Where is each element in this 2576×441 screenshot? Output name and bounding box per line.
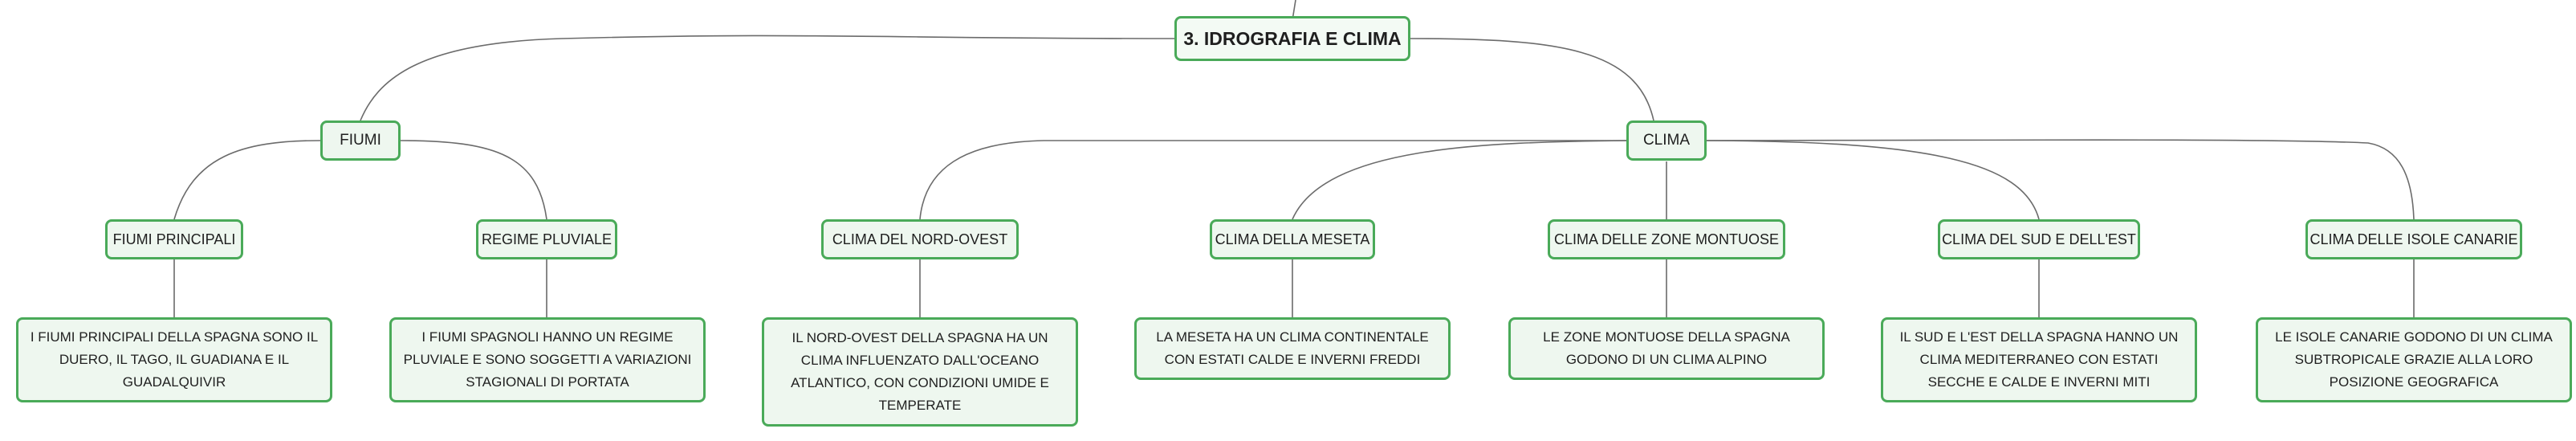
connector-root-fiumi <box>360 35 1175 121</box>
connector-clima-sud <box>1706 140 2040 220</box>
subtopic-regime-pluviale[interactable]: REGIME PLUVIALE <box>476 219 617 259</box>
detail-clima-zone-montuose[interactable]: LE ZONE MONTUOSE DELLA SPAGNA GODONO DI … <box>1508 317 1825 380</box>
detail-clima-sud-est[interactable]: IL SUD E L'EST DELLA SPAGNA HANNO UN CLI… <box>1881 317 2197 402</box>
detail-clima-meseta[interactable]: LA MESETA HA UN CLIMA CONTINENTALE CON E… <box>1134 317 1451 380</box>
connector-root-clima <box>1410 38 1654 121</box>
detail-regime-pluviale[interactable]: I FIUMI SPAGNOLI HANNO UN REGIME PLUVIAL… <box>389 317 706 402</box>
subtopic-clima-isole-canarie[interactable]: CLIMA DELLE ISOLE CANARIE <box>2305 219 2522 259</box>
detail-fiumi-principali[interactable]: I FIUMI PRINCIPALI DELLA SPAGNA SONO IL … <box>16 317 332 402</box>
subtopic-clima-zone-montuose[interactable]: CLIMA DELLE ZONE MONTUOSE <box>1548 219 1785 259</box>
connector-clima-canarie <box>1706 139 2415 220</box>
detail-clima-nord-ovest[interactable]: IL NORD-OVEST DELLA SPAGNA HA UN CLIMA I… <box>762 317 1078 427</box>
connector-fiumi-principali <box>173 140 321 220</box>
subtopic-fiumi-principali[interactable]: FIUMI PRINCIPALI <box>105 219 243 259</box>
detail-clima-isole-canarie[interactable]: LE ISOLE CANARIE GODONO DI UN CLIMA SUBT… <box>2256 317 2572 402</box>
topic-fiumi[interactable]: FIUMI <box>320 120 401 161</box>
root-topic[interactable]: 3. IDROGRAFIA E CLIMA <box>1174 16 1410 61</box>
subtopic-clima-nord-ovest[interactable]: CLIMA DEL NORD-OVEST <box>821 219 1019 259</box>
subtopic-clima-sud-est[interactable]: CLIMA DEL SUD E DELL'EST <box>1938 219 2140 259</box>
connector-clima-nordovest <box>919 140 1626 220</box>
connector-fiumi-regime <box>400 140 547 220</box>
subtopic-clima-meseta[interactable]: CLIMA DELLA MESETA <box>1210 219 1375 259</box>
topic-clima[interactable]: CLIMA <box>1626 120 1707 161</box>
connector-clima-meseta <box>1292 140 1627 220</box>
